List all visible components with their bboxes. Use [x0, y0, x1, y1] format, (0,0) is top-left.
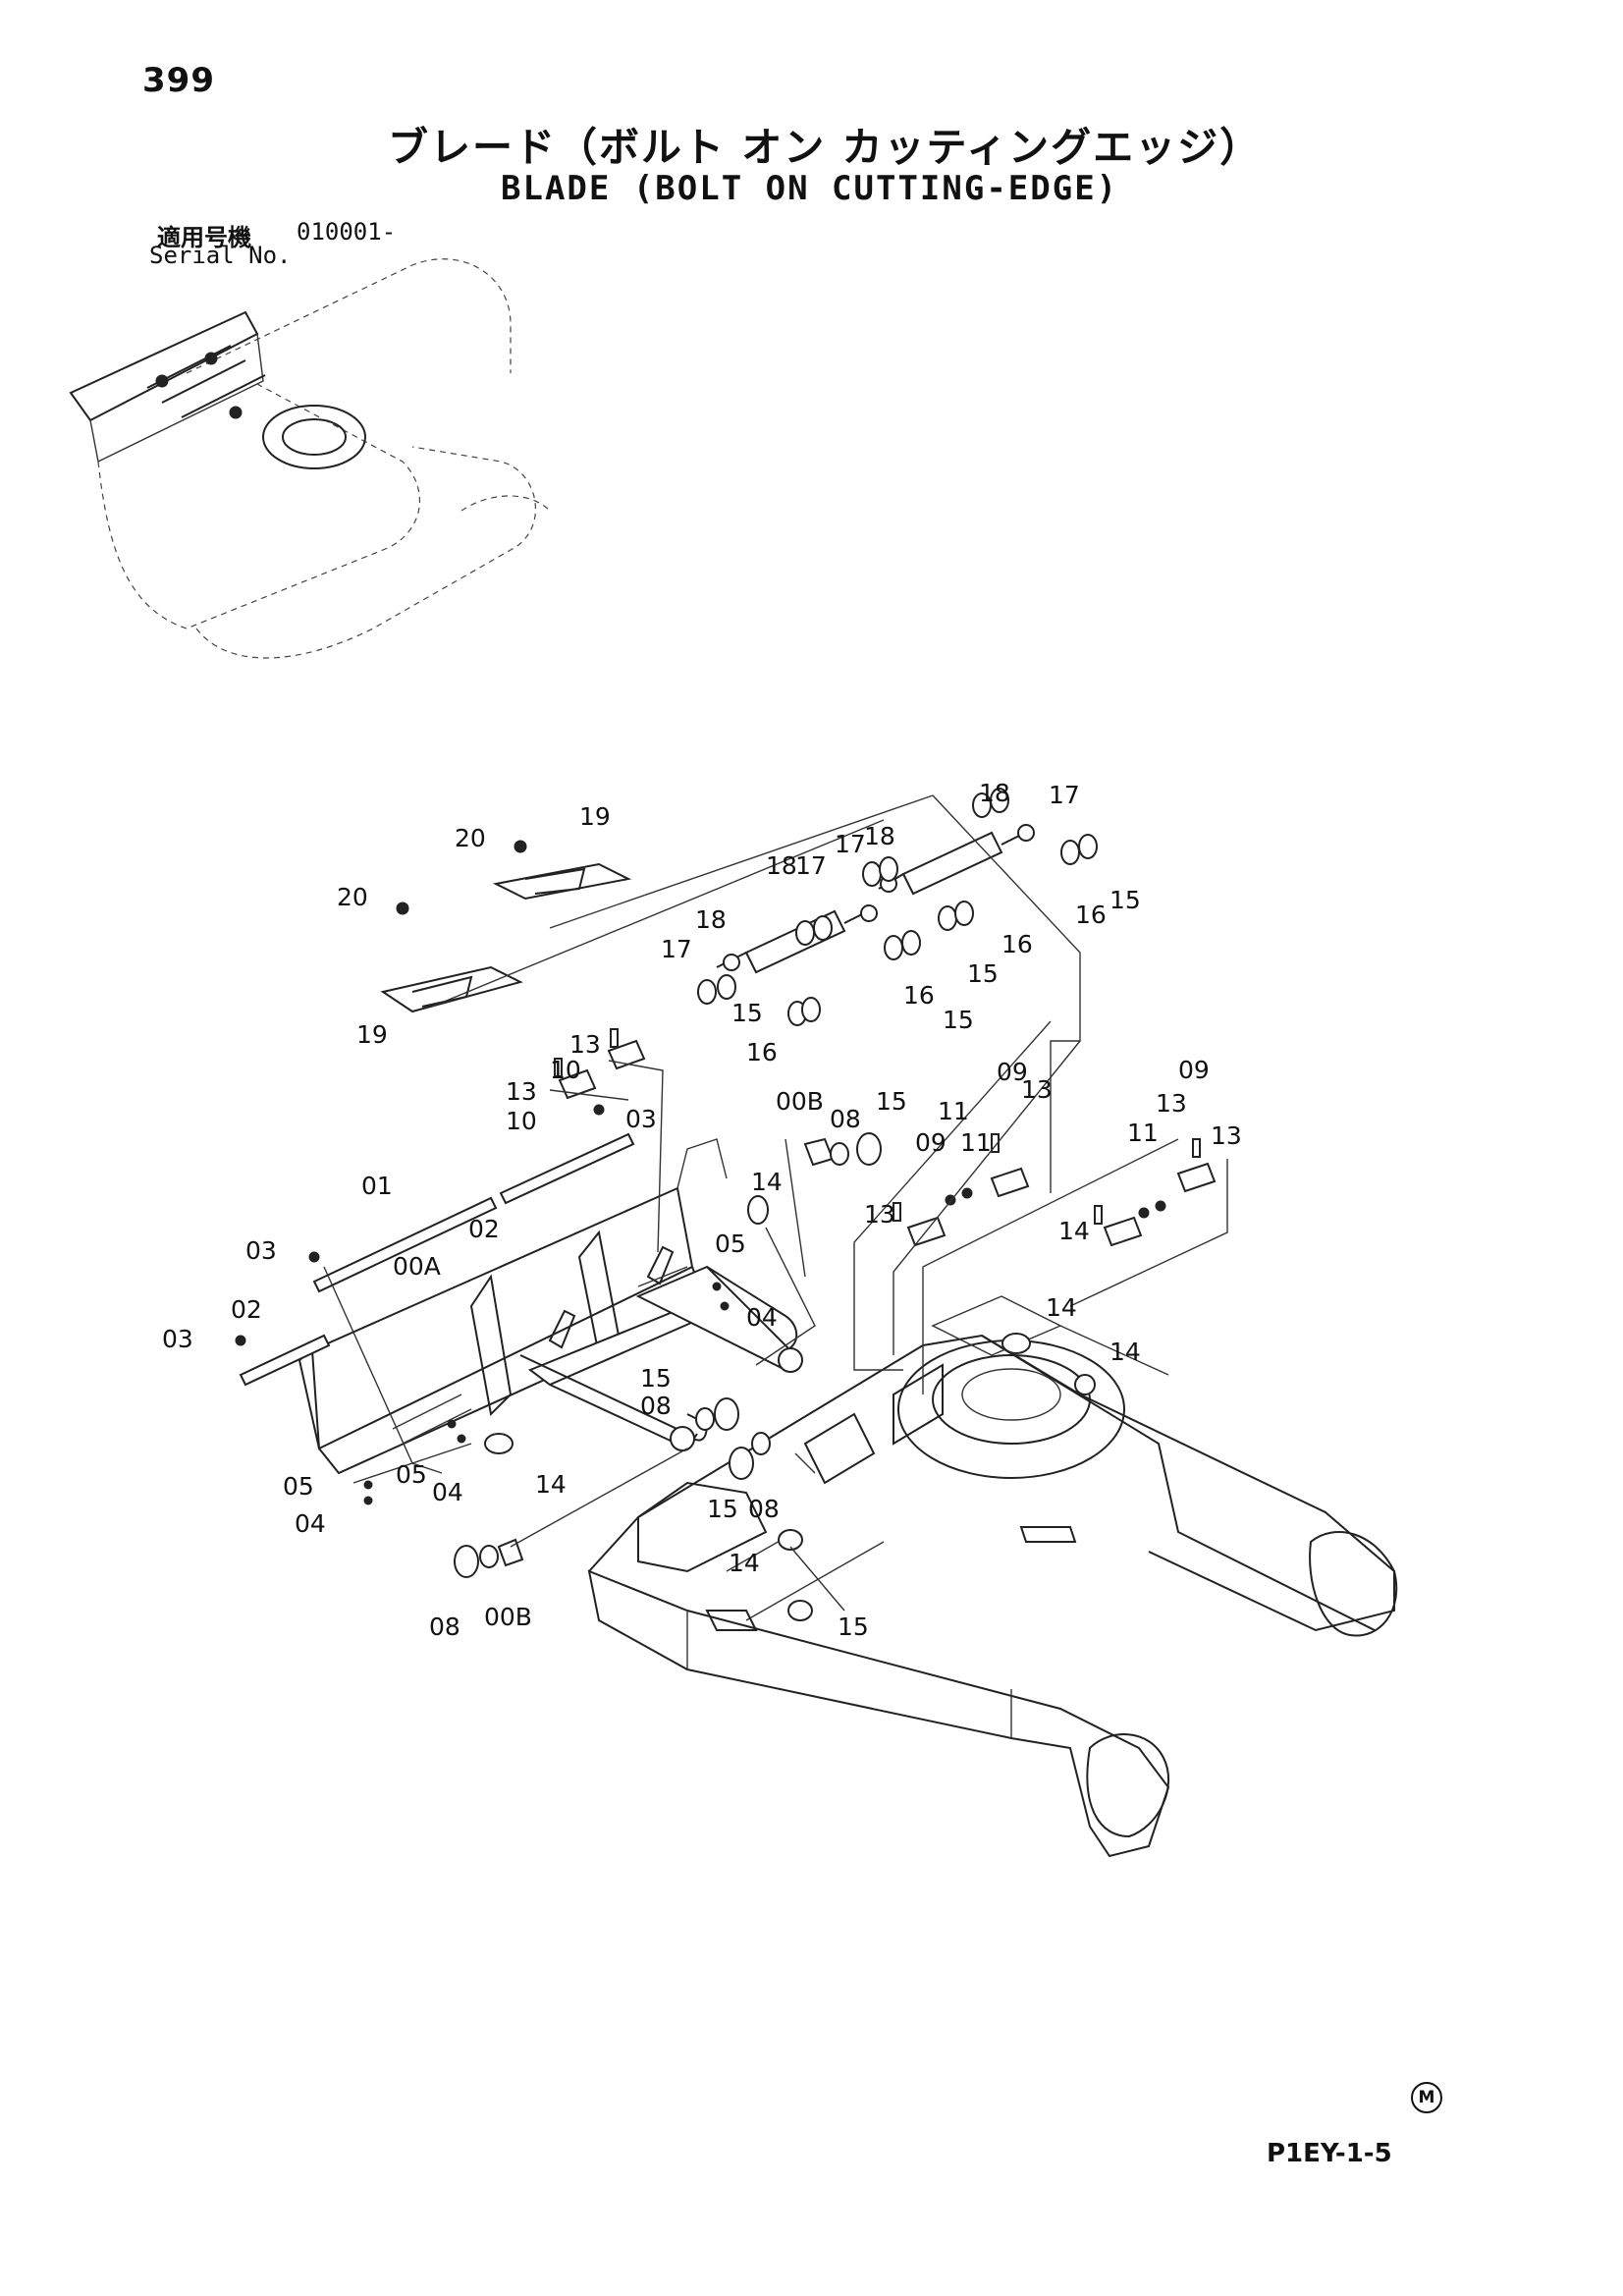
callout: 08 — [748, 1495, 780, 1523]
callout: 08 — [640, 1392, 672, 1420]
pins-and-washers — [235, 788, 1217, 1621]
serial-number-value: 010001- — [297, 218, 397, 246]
callout: 20 — [337, 883, 368, 911]
callout: 04 — [295, 1509, 326, 1538]
callout: 08 — [429, 1613, 460, 1641]
callout: 16 — [746, 1038, 778, 1066]
callout: 00A — [393, 1252, 441, 1281]
callout: 13 — [506, 1077, 537, 1106]
callout: 13 — [1021, 1075, 1053, 1104]
callout: 11 — [960, 1128, 992, 1157]
callout: 15 — [838, 1613, 869, 1641]
document-code: P1EY-1-5 — [1267, 2139, 1392, 2168]
callout: 13 — [1156, 1089, 1187, 1118]
page-number: 399 — [142, 61, 215, 100]
callout: 10 — [550, 1056, 581, 1084]
callout: 16 — [1075, 901, 1107, 929]
callout: 16 — [1001, 930, 1033, 958]
callout: 14 — [729, 1549, 760, 1577]
callout: 10 — [506, 1107, 537, 1135]
title-english: BLADE (BOLT ON CUTTING-EDGE) — [501, 169, 1119, 208]
callout: 17 — [661, 935, 692, 963]
callout: 09 — [1178, 1056, 1210, 1084]
callout: 14 — [535, 1470, 567, 1499]
callout: 11 — [1127, 1119, 1159, 1147]
callout: 02 — [231, 1295, 262, 1324]
callout: 14 — [1046, 1293, 1077, 1322]
callout: 18 — [766, 851, 797, 880]
callout: 15 — [876, 1087, 907, 1116]
callout: 05 — [396, 1460, 427, 1489]
callout: 14 — [1109, 1338, 1141, 1366]
callout: 13 — [864, 1200, 895, 1229]
callout: 14 — [1058, 1217, 1090, 1245]
callout: 04 — [746, 1303, 778, 1332]
callout: 09 — [997, 1058, 1028, 1086]
callout: 15 — [943, 1006, 974, 1034]
leader-lines — [323, 794, 1228, 1612]
callout: 02 — [468, 1215, 500, 1243]
track-frame — [587, 1295, 1398, 1858]
callout: 15 — [707, 1495, 738, 1523]
blade-00A — [239, 1132, 803, 1475]
callout: 00B — [776, 1087, 824, 1116]
callout: 18 — [864, 822, 895, 850]
callout: 11 — [938, 1097, 969, 1125]
thumbnail-machine-sketch — [69, 258, 551, 659]
callout: 13 — [569, 1030, 601, 1059]
callout: 17 — [835, 830, 866, 858]
callout: 20 — [455, 824, 486, 852]
callout: 15 — [1109, 886, 1141, 914]
title-japanese: ブレード（ボルト オン カッティングエッジ） — [388, 124, 1263, 171]
callout: 15 — [731, 999, 763, 1027]
serial-label-english: Serial No. — [149, 242, 292, 269]
callout-labels: 20 19 20 19 18 17 17 18 18 17 17 18 15 1… — [162, 779, 1242, 1641]
callout: 03 — [245, 1236, 277, 1265]
callout: 05 — [715, 1230, 746, 1258]
callout: 18 — [695, 905, 727, 934]
callout: 05 — [283, 1472, 314, 1501]
callout: 17 — [1049, 781, 1080, 809]
callout: 00B — [484, 1603, 532, 1631]
callout: 09 — [915, 1128, 947, 1157]
callout: 03 — [162, 1325, 193, 1353]
callout: 19 — [356, 1020, 388, 1049]
callout: 15 — [967, 959, 999, 988]
callout: 08 — [830, 1105, 861, 1133]
m-mark-symbol: M — [1411, 2082, 1442, 2113]
callout: 15 — [640, 1364, 672, 1393]
covers-19 — [380, 840, 632, 1013]
callout: 19 — [579, 802, 611, 831]
callout: 18 — [979, 779, 1010, 807]
serial-label-japanese: 適用号機 — [157, 224, 251, 251]
callout: 03 — [625, 1105, 657, 1133]
callout: 04 — [432, 1478, 463, 1506]
callout: 14 — [751, 1168, 783, 1196]
callout: 17 — [795, 851, 827, 880]
callout: 13 — [1211, 1121, 1242, 1150]
callout: 01 — [361, 1172, 393, 1200]
callout: 16 — [903, 981, 935, 1010]
